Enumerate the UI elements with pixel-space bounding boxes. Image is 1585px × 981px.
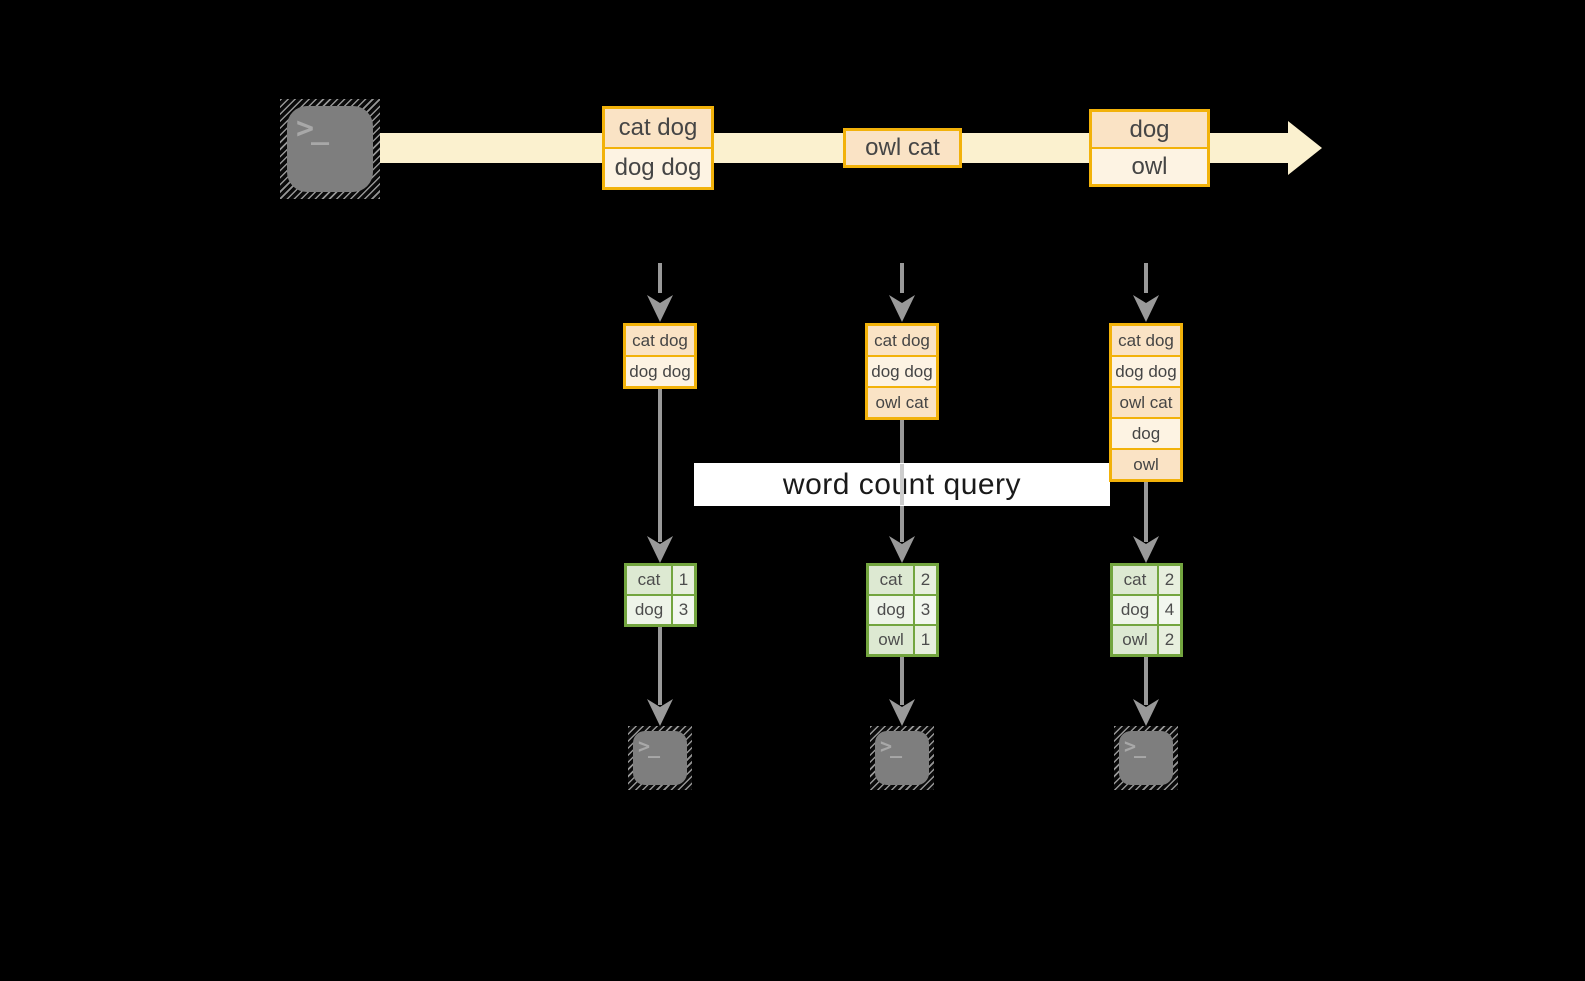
result-row: dog 3 <box>627 594 694 624</box>
result-table-2: cat 2 dog 3 owl 1 <box>866 563 939 657</box>
result-row: dog 4 <box>1113 594 1180 624</box>
word-cell: cat <box>869 566 913 594</box>
word-cell: cat <box>1113 566 1157 594</box>
result-row: cat 2 <box>1113 566 1180 594</box>
input-terminal-icon: >_ <box>280 99 380 199</box>
count-cell: 2 <box>913 566 936 594</box>
terminal-icon-body <box>633 731 687 785</box>
result-to-sink-arrow-2 <box>889 656 915 726</box>
input-row: cat dog <box>626 326 694 355</box>
terminal-icon-body <box>287 106 373 192</box>
count-cell: 2 <box>1157 626 1180 654</box>
word-cell: owl <box>1113 626 1157 654</box>
count-cell: 2 <box>1157 566 1180 594</box>
stream-item: cat dog <box>605 109 711 147</box>
state-to-result-arrow-1 <box>647 385 673 563</box>
trigger-arrow-1 <box>647 263 673 322</box>
result-to-sink-arrow-1 <box>647 625 673 726</box>
word-cell: dog <box>1113 596 1157 624</box>
result-to-sink-arrow-3 <box>1133 656 1159 726</box>
output-terminal-icon-2: >_ <box>870 726 934 790</box>
terminal-icon-body <box>875 731 929 785</box>
word-cell: dog <box>869 596 913 624</box>
result-row: owl 2 <box>1113 624 1180 654</box>
stream-item: owl cat <box>846 131 959 165</box>
count-cell: 1 <box>913 626 936 654</box>
count-cell: 3 <box>671 596 694 624</box>
accumulated-input-box-1: cat dog dog dog <box>623 323 697 389</box>
input-row: dog <box>1112 417 1180 448</box>
input-row: owl cat <box>1112 386 1180 417</box>
count-cell: 3 <box>913 596 936 624</box>
word-cell: dog <box>627 596 671 624</box>
input-row: cat dog <box>1112 326 1180 355</box>
input-row: dog dog <box>868 355 936 386</box>
stream-item: owl <box>1092 147 1207 184</box>
word-cell: cat <box>627 566 671 594</box>
input-row: owl <box>1112 448 1180 479</box>
result-table-1: cat 1 dog 3 <box>624 563 697 627</box>
trigger-arrow-3 <box>1133 263 1159 322</box>
result-row: dog 3 <box>869 594 936 624</box>
terminal-prompt-glyph: >_ <box>296 111 329 146</box>
output-terminal-icon-1: >_ <box>628 726 692 790</box>
word-cell: owl <box>869 626 913 654</box>
stream-batch-box-3: dog owl <box>1089 109 1210 187</box>
terminal-icon-body <box>1119 731 1173 785</box>
trigger-arrow-2 <box>889 263 915 322</box>
stream-batch-box-1: cat dog dog dog <box>602 106 714 190</box>
input-row: dog dog <box>626 355 694 386</box>
accumulated-input-box-2: cat dog dog dog owl cat <box>865 323 939 420</box>
input-row: cat dog <box>868 326 936 355</box>
result-table-3: cat 2 dog 4 owl 2 <box>1110 563 1183 657</box>
result-row: owl 1 <box>869 624 936 654</box>
result-row: cat 1 <box>627 566 694 594</box>
query-crossing-line <box>900 464 904 505</box>
terminal-prompt-glyph: >_ <box>1124 734 1146 758</box>
stream-batch-box-2: owl cat <box>843 128 962 168</box>
count-cell: 1 <box>671 566 694 594</box>
accumulated-input-box-3: cat dog dog dog owl cat dog owl <box>1109 323 1183 482</box>
result-row: cat 2 <box>869 566 936 594</box>
stream-item: dog dog <box>605 147 711 187</box>
count-cell: 4 <box>1157 596 1180 624</box>
terminal-prompt-glyph: >_ <box>880 734 902 758</box>
output-terminal-icon-3: >_ <box>1114 726 1178 790</box>
input-row: owl cat <box>868 386 936 417</box>
input-row: dog dog <box>1112 355 1180 386</box>
terminal-prompt-glyph: >_ <box>638 734 660 758</box>
state-to-result-arrow-3 <box>1133 478 1159 563</box>
stream-item: dog <box>1092 112 1207 147</box>
